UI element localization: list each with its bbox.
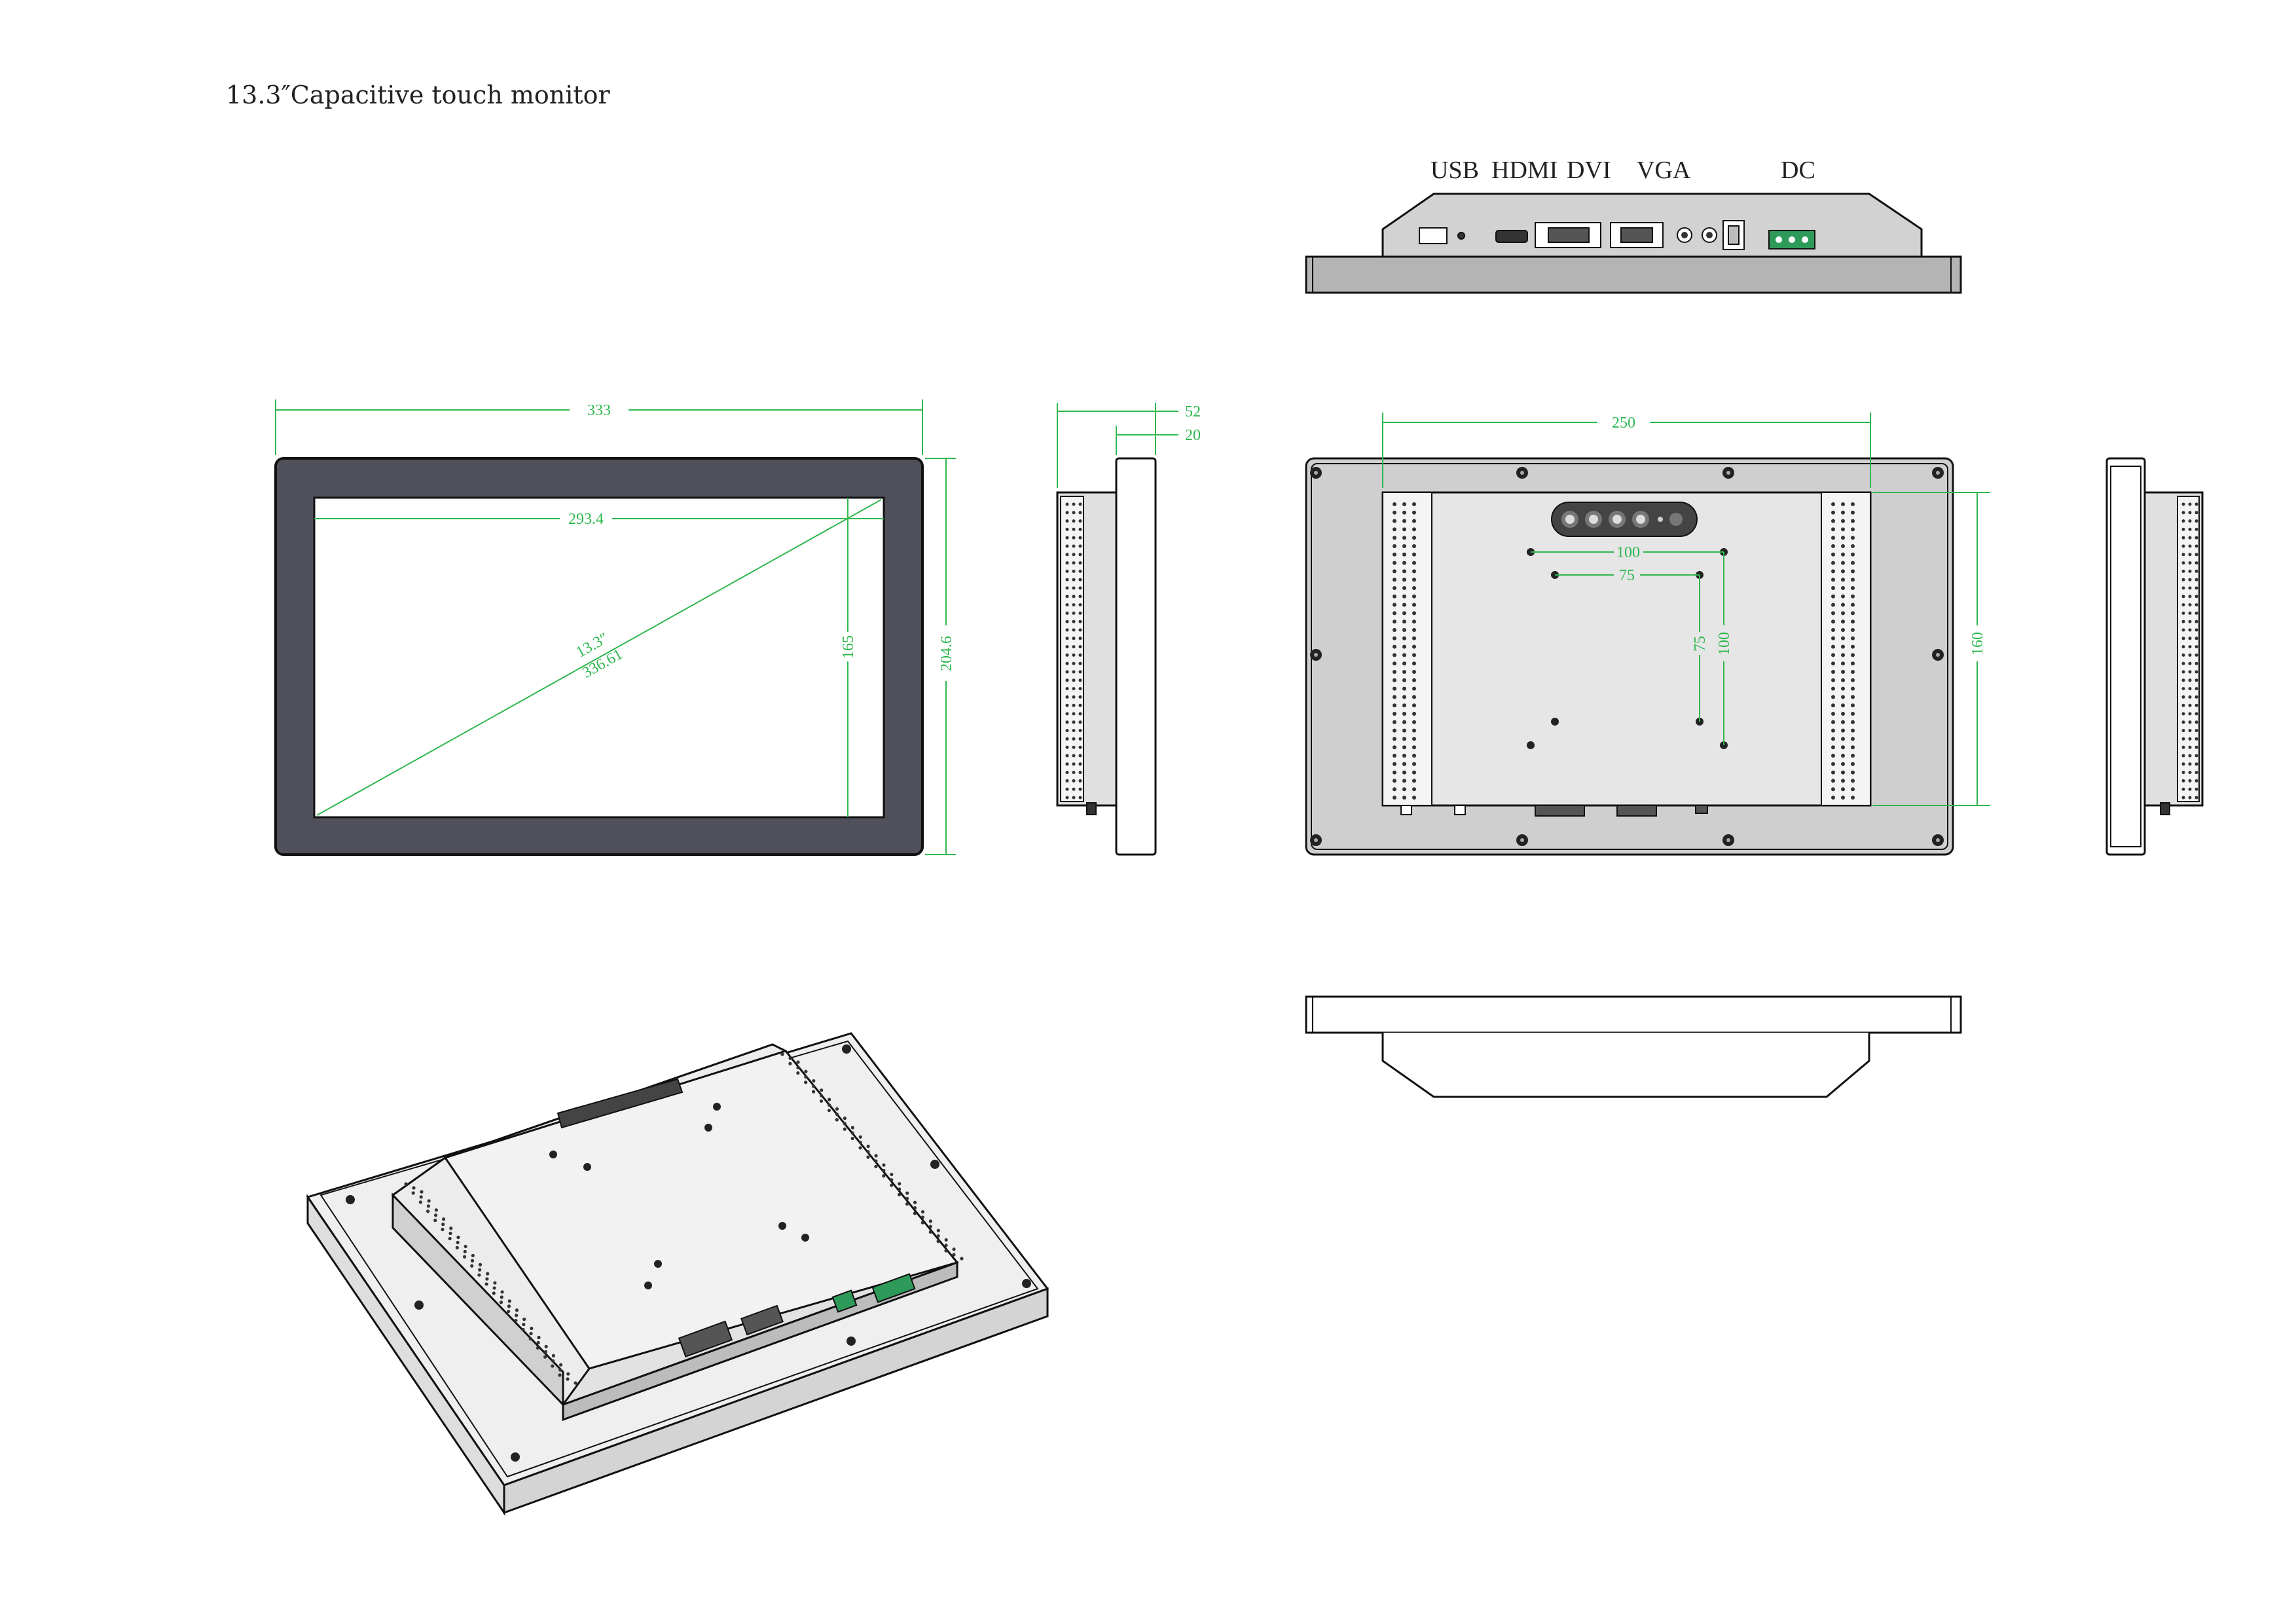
dim-overall-height: 204.6 <box>938 636 955 671</box>
usb-port-icon <box>1419 227 1448 244</box>
rear-vents <box>1393 502 1855 800</box>
drawing-title: 13.3″Capacitive touch monitor <box>226 81 611 109</box>
dim-active-height: 165 <box>840 635 857 659</box>
port-label-hdmi: HDMI <box>1491 157 1558 184</box>
dim-vesa-inner-h: 75 <box>1619 567 1635 584</box>
port-label-dvi: DVI <box>1567 157 1611 184</box>
rear-view: 250 160 100 75 75 100 <box>1305 413 1990 856</box>
side-vents <box>1065 502 1082 800</box>
port-label-dc: DC <box>1781 157 1815 184</box>
front-view: 333 293.4 165 204.6 13.3″ 336.61 <box>274 399 956 856</box>
top-view: USB HDMI DVI VGA DC <box>1305 157 1962 294</box>
dim-vesa-outer-v: 100 <box>1716 632 1733 655</box>
rear-plate <box>1381 491 1872 807</box>
dim-active-width: 293.4 <box>568 511 604 528</box>
port-label-vga: VGA <box>1637 157 1691 184</box>
dim-body-height: 160 <box>1969 632 1986 655</box>
isometric-view <box>306 1032 1049 1516</box>
bottom-view <box>1305 995 1962 1098</box>
side-view: 52 20 <box>1056 403 1201 856</box>
port-label-usb: USB <box>1430 157 1479 184</box>
dim-depth-front: 20 <box>1185 427 1201 444</box>
dim-depth-total: 52 <box>1185 403 1201 420</box>
hdmi-port-icon <box>1495 230 1528 243</box>
dim-vesa-inner-v: 75 <box>1692 636 1709 652</box>
dim-overall-width: 333 <box>587 402 611 419</box>
right-side-view <box>2105 457 2204 856</box>
side-bezel <box>1115 457 1157 856</box>
dim-vesa-outer-h: 100 <box>1616 544 1640 561</box>
dim-body-width: 250 <box>1612 415 1635 432</box>
